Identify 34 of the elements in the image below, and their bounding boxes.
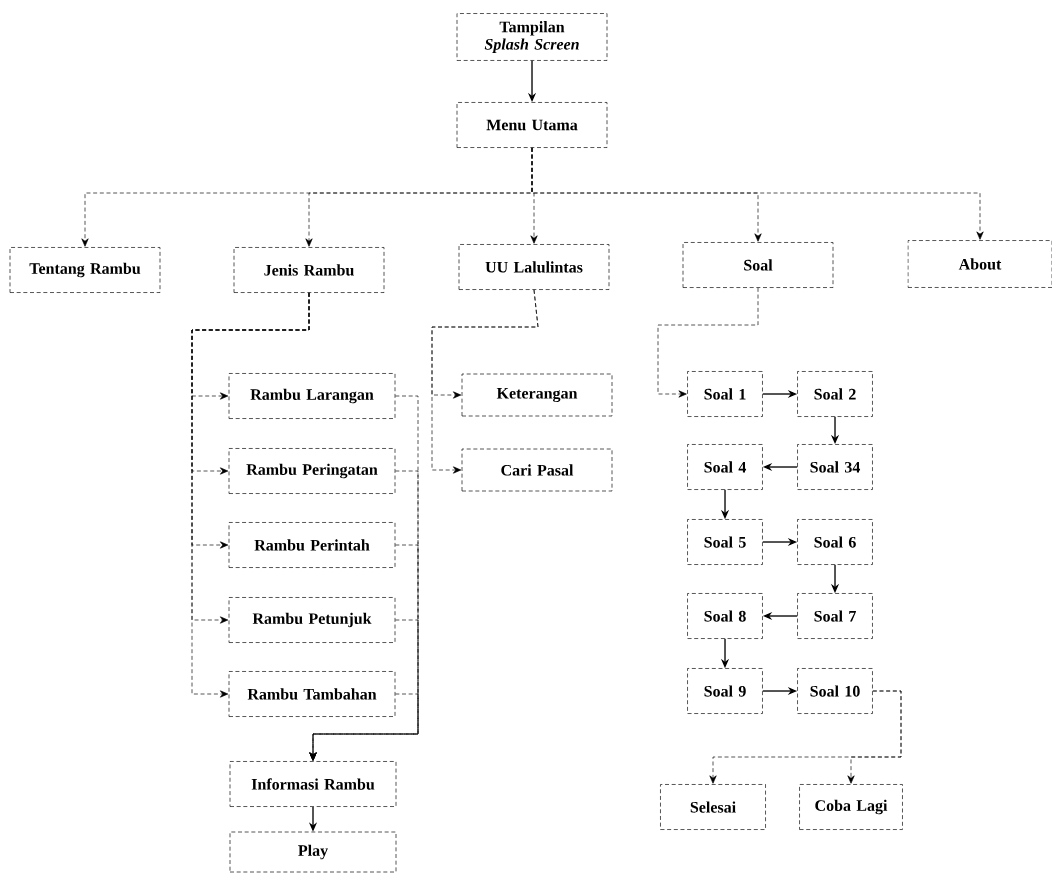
process-box: Menu Utama — [456, 102, 608, 148]
process-box: Soal — [682, 242, 834, 288]
process-box: Rambu Perintah — [228, 522, 396, 568]
arrow — [847, 690, 902, 784]
process-box: Soal 10 — [797, 668, 873, 714]
process-box: Soal 6 — [797, 519, 873, 565]
process-box: Tentang Rambu — [9, 247, 161, 293]
process-box: Soal 5 — [687, 519, 763, 565]
process-box: Rambu Tambahan — [228, 671, 396, 717]
process-box: Selesai — [660, 784, 766, 830]
arrow — [531, 147, 984, 240]
process-box: Soal 2 — [797, 371, 873, 417]
process-box: Rambu Petunjuk — [228, 597, 396, 643]
process-box: Rambu Peringatan — [228, 448, 396, 494]
process-box: Tampilan Splash Screen — [456, 13, 608, 61]
process-box: Informasi Rambu — [229, 761, 397, 807]
process-box: Play — [229, 831, 397, 873]
arrow — [431, 289, 539, 474]
process-box: Soal 7 — [797, 593, 873, 639]
process-box: Soal 9 — [687, 668, 763, 714]
process-box: Soal 1 — [687, 371, 763, 417]
process-box: About — [907, 240, 1052, 288]
process-box: Keterangan — [461, 373, 613, 417]
process-box: Soal 4 — [687, 444, 763, 490]
arrow — [657, 287, 759, 398]
process-box: Coba Lagi — [799, 784, 903, 830]
process-box: UU Lalulintas — [458, 244, 610, 290]
process-box: Jenis Rambu — [233, 247, 385, 293]
arrow — [309, 693, 419, 761]
process-box: Rambu Larangan — [228, 373, 396, 419]
process-box: Cari Pasal — [461, 448, 613, 492]
process-box: Soal 34 — [797, 444, 873, 490]
arrow — [191, 292, 310, 698]
process-box: Soal 8 — [687, 593, 763, 639]
